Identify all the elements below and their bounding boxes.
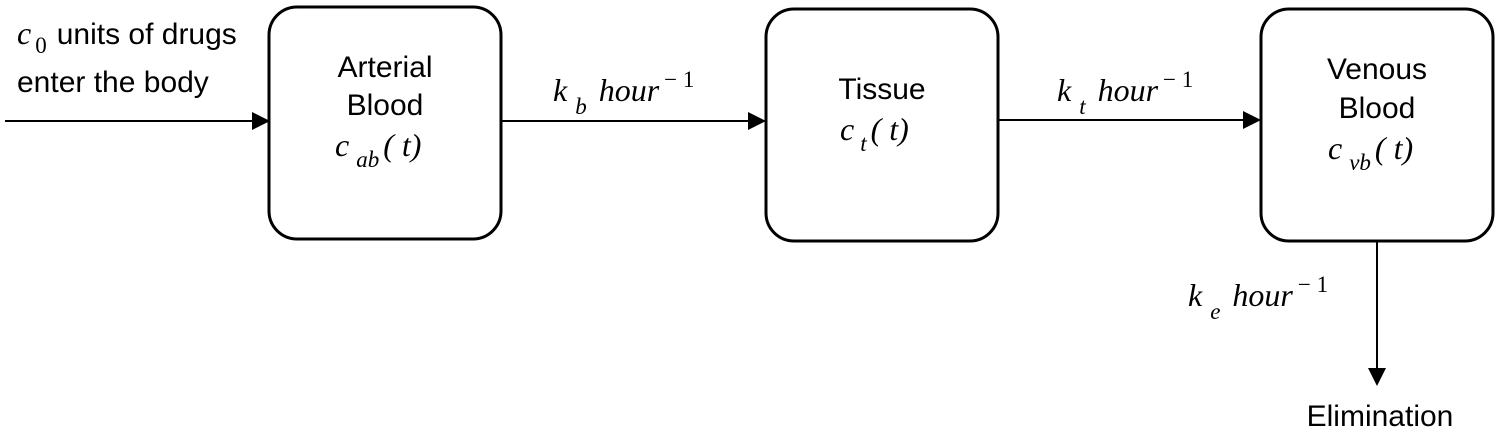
compartment-box xyxy=(267,5,503,241)
input-subscript: 0 xyxy=(35,33,47,58)
compartment-var: c xyxy=(335,127,349,163)
compartment-label-line1: Arterial xyxy=(337,51,432,84)
rate-exponent: − 1 xyxy=(1298,272,1328,297)
compartment-var-subscript: t xyxy=(860,131,867,156)
compartment-arterial-blood: Arterial Blood c ab ( t) xyxy=(267,5,503,241)
rate-subscript: t xyxy=(1079,94,1086,119)
elimination-arrow xyxy=(1368,241,1386,386)
input-label: c 0 units of drugs enter the body xyxy=(17,15,237,99)
rate-symbol: k xyxy=(1057,72,1072,108)
svg-text:c vb ( t): c vb ( t) xyxy=(1328,130,1413,175)
compartment-label-line2: Blood xyxy=(347,89,424,122)
rate-subscript: b xyxy=(575,94,587,119)
rate-exponent: − 1 xyxy=(1163,67,1193,92)
compartment-var-subscript: ab xyxy=(356,147,379,172)
rate-exponent: − 1 xyxy=(664,67,694,92)
input-arrow xyxy=(5,112,270,130)
flow-arrow-arterial-to-tissue xyxy=(501,112,766,130)
compartment-tissue: Tissue c t ( t) xyxy=(764,7,1000,243)
rate-label-kt: k t hour − 1 xyxy=(1057,67,1193,119)
compartment-var-subscript: vb xyxy=(1349,150,1371,175)
input-symbol: c xyxy=(17,15,31,51)
rate-symbol: k xyxy=(1188,277,1203,313)
compartment-var-arg: ( t) xyxy=(383,127,421,163)
input-text-line2: enter the body xyxy=(17,66,209,99)
compartment-label-line1: Venous xyxy=(1327,53,1427,86)
rate-label-ke: k e hour − 1 xyxy=(1188,272,1328,324)
compartment-var: c xyxy=(840,111,854,147)
compartment-label-line2: Blood xyxy=(1339,92,1416,125)
compartment-var: c xyxy=(1328,130,1342,166)
compartment-box xyxy=(764,7,1000,243)
compartment-box xyxy=(1259,7,1495,243)
compartment-label-line1: Tissue xyxy=(838,73,925,106)
compartment-var-arg: ( t) xyxy=(1375,130,1413,166)
svg-text:c t ( t): c t ( t) xyxy=(840,111,909,156)
svg-text:c ab ( t): c ab ( t) xyxy=(335,127,421,172)
rate-symbol: k xyxy=(553,72,568,108)
elimination-label: Elimination xyxy=(1307,400,1454,433)
compartment-var-arg: ( t) xyxy=(871,111,909,147)
rate-unit: hour xyxy=(599,72,660,108)
rate-unit: hour xyxy=(1232,277,1293,313)
flow-arrow-tissue-to-venous xyxy=(998,111,1261,129)
rate-label-kb: k b hour − 1 xyxy=(553,67,694,119)
svg-text:c 0 units of drugs: c 0 units of drugs xyxy=(17,15,237,58)
rate-subscript: e xyxy=(1210,299,1220,324)
rate-unit: hour xyxy=(1098,72,1159,108)
compartment-venous-blood: Venous Blood c vb ( t) xyxy=(1259,7,1495,243)
input-text-line1: units of drugs xyxy=(57,18,237,51)
